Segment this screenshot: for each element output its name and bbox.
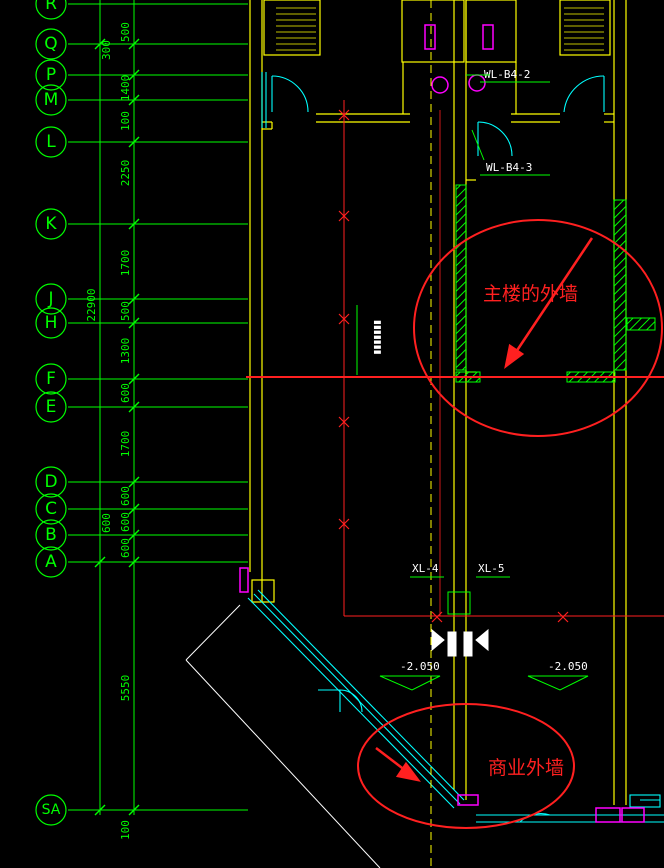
red-markup-ellipse-main <box>413 219 663 437</box>
axis-label-c: C <box>45 499 57 519</box>
dim-300: 300 <box>100 40 113 60</box>
valve-symbols <box>431 591 489 657</box>
dim-1700-a: 1700 <box>119 250 132 277</box>
axis-label-q: Q <box>44 34 57 54</box>
axis-label-k: K <box>45 214 57 234</box>
dim-5550: 5550 <box>119 675 132 702</box>
axis-label-e: E <box>46 397 57 417</box>
annotation-main-wall: 主楼的外墙 <box>483 283 578 305</box>
dim-1400: 1400 <box>119 75 132 102</box>
site-outline <box>185 604 381 868</box>
dim-500-a: 500 <box>119 22 132 42</box>
label-wl-b4-2: WL-B4-2 <box>484 68 530 81</box>
axis-label-r: R <box>45 0 57 14</box>
pipe-note: ▮▮▮▮▮▮▮ <box>372 320 382 355</box>
pipe-markers <box>338 109 569 623</box>
dimension-ticks <box>94 38 140 816</box>
axis-label-a: A <box>45 552 57 572</box>
magenta-fixtures <box>239 24 645 823</box>
dim-500-b: 500 <box>119 301 132 321</box>
dim-600-a: 600 <box>119 383 132 403</box>
label-xl-5: XL-5 <box>478 562 505 575</box>
axis-label-b: B <box>45 525 57 545</box>
dim-600-outer: 600 <box>100 513 113 533</box>
grid-lines <box>68 3 248 811</box>
dim-600-c: 600 <box>119 512 132 532</box>
dim-22900: 22900 <box>85 288 98 321</box>
axis-label-d: D <box>44 472 57 492</box>
dim-2250: 2250 <box>119 160 132 187</box>
axis-label-p: P <box>46 65 56 85</box>
axis-bubbles <box>35 0 67 826</box>
label-wl-b4-3: WL-B4-3 <box>486 161 532 174</box>
dim-100-a: 100 <box>119 111 132 131</box>
axis-label-f: F <box>46 369 56 389</box>
axis-label-sa: SA <box>42 802 61 818</box>
stair-treads <box>276 7 604 51</box>
axis-label-m: M <box>44 90 59 110</box>
dim-100-b: 100 <box>119 820 132 840</box>
dim-1300: 1300 <box>119 338 132 365</box>
label-elev-right: -2.050 <box>548 660 588 673</box>
red-markup-ellipse-commercial <box>357 703 575 829</box>
pipe-lines <box>343 0 664 868</box>
axis-label-l: L <box>46 132 56 152</box>
label-elev-left: -2.050 <box>400 660 440 673</box>
walls <box>249 0 627 805</box>
dim-600-d: 600 <box>119 538 132 558</box>
dim-600-b: 600 <box>119 486 132 506</box>
axis-label-j: J <box>47 289 53 309</box>
arrow-commercial <box>375 747 421 782</box>
arrow-main <box>504 237 594 369</box>
label-leaders <box>379 74 589 691</box>
dim-1700-b: 1700 <box>119 431 132 458</box>
axis-label-h: H <box>45 313 58 333</box>
label-xl-4: XL-4 <box>412 562 439 575</box>
annotation-commercial-wall: 商业外墙 <box>488 757 564 779</box>
